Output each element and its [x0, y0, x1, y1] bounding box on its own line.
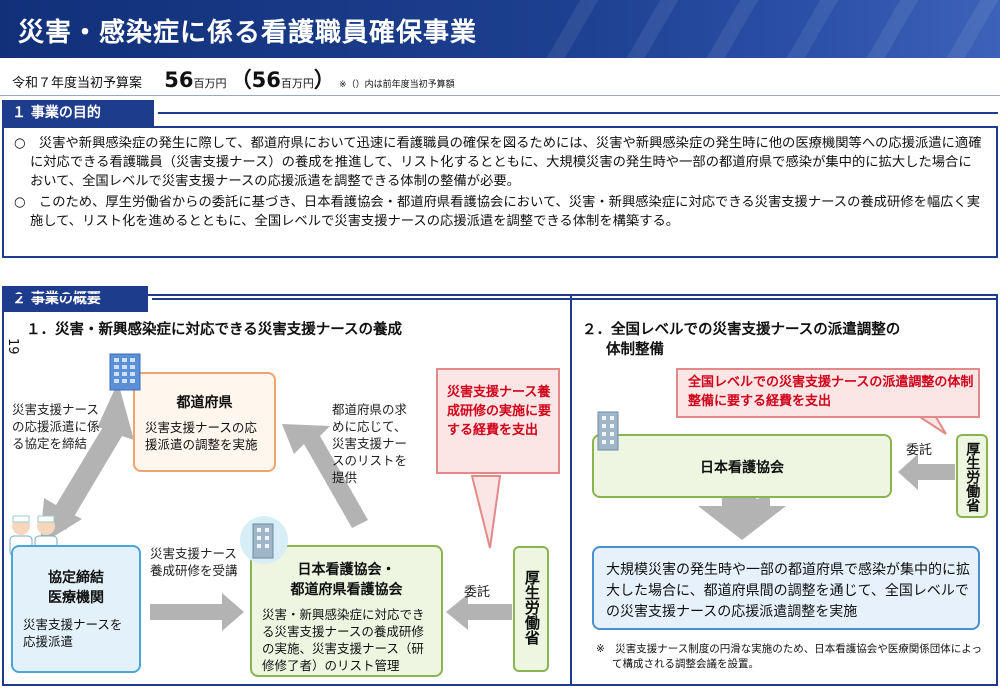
mhlw-box-left: 厚生労働省: [513, 546, 549, 672]
mhlw-left-label: 厚生労働省: [522, 570, 541, 645]
purpose-item-2: ○ このため、厚生労働省からの委託に基づき、日本看護協会・都道府県看護協会におい…: [14, 194, 981, 229]
section2-rule: [152, 298, 998, 300]
label-consign-left: 委託: [464, 585, 491, 600]
section1-rule: [158, 112, 998, 114]
arrow-consign-left: [446, 594, 512, 630]
budget-prev-open: （: [230, 68, 252, 92]
arrow-training: [150, 593, 244, 631]
overview-divider: [570, 294, 572, 686]
page-title: 災害・感染症に係る看護職員確保事業: [18, 18, 478, 48]
label-list: 都道府県の求めに応じて、災害支援ナースのリストを提供: [332, 402, 408, 485]
jna-box: 日本看護協会: [592, 434, 892, 498]
label-training: 災害支援ナース養成研修を受講: [150, 546, 238, 578]
overview-frame: [2, 294, 998, 686]
medical-title-1: 協定締結: [48, 570, 104, 586]
callout-training-cost: 災害支援ナース養成研修の実施に要する経費を支出: [436, 368, 560, 474]
arrow-consign-right: [898, 454, 955, 490]
purpose-item-1: ○ 災害や新興感染症の発生に際して、都道府県において迅速に看護職員の確保を図るた…: [14, 136, 982, 189]
nna-title-2: 都道府県看護協会: [290, 582, 403, 598]
mhlw-box-right: 厚生労働省: [956, 434, 988, 518]
coordination-result-box: 大規模災害の発生時や一部の都道府県で感染が集中的に拡大した場合に、都道府県間の調…: [592, 546, 980, 630]
prefecture-title: 都道府県: [176, 395, 233, 411]
prefecture-body: 災害支援ナースの応援派遣の調整を実施: [145, 420, 258, 452]
footnote: ※ 災害支援ナース制度の円滑な実施のため、日本看護協会や医療関係団体によって構成…: [596, 643, 982, 670]
medical-institution-box: 協定締結 医療機関 災害支援ナースを応援派遣: [11, 545, 141, 673]
nna-body: 災害・新興感染症に対応できる災害支援ナースの養成研修の実施、災害支援ナース（研修…: [262, 607, 425, 673]
budget-amount: 56: [164, 68, 194, 92]
section1-label: １ 事業の目的: [2, 100, 154, 126]
nna-title-1: 日本看護協会・: [297, 562, 396, 578]
label-consign-right: 委託: [906, 443, 933, 458]
budget-prev-unit: 百万円: [280, 77, 314, 90]
budget-line: 令和７年度当初予算案 56百万円 （56百万円） ※（）内は前年度当初予算額: [12, 64, 455, 94]
association-building-icon: [240, 516, 288, 564]
divider-line: [0, 95, 1000, 96]
budget-label: 令和７年度当初予算案: [12, 76, 143, 91]
medical-title-2: 医療機関: [48, 590, 104, 606]
jna-title: 日本看護協会: [700, 460, 784, 476]
arrow-agreement: [40, 382, 134, 545]
building-icon: [109, 353, 141, 391]
title-banner: [0, 0, 1000, 58]
purpose-box: ○ 災害や新興感染症の発生に際して、都道府県において迅速に看護職員の確保を図るた…: [2, 126, 998, 258]
mhlw-right-label: 厚生労働省: [964, 442, 981, 512]
prefecture-box: 都道府県 災害支援ナースの応援派遣の調整を実施: [133, 372, 276, 472]
budget-prev-close: ）: [313, 68, 335, 92]
label-agreement: 災害支援ナースの応援派遣に係る協定を締結: [12, 402, 100, 451]
budget-note: ※（）内は前年度当初予算額: [339, 80, 455, 90]
arrow-down: [698, 496, 786, 540]
budget-unit: 百万円: [193, 77, 227, 90]
callout-coordination-cost: 全国レベルでの災害支援ナースの派遣調整の体制整備に要する経費を支出: [676, 368, 980, 418]
budget-prev-amount: 56: [251, 68, 281, 92]
medical-body: 災害支援ナースを応援派遣: [23, 617, 123, 649]
right-heading-2: 体制整備: [606, 342, 664, 358]
nursing-association-box: 日本看護協会・ 都道府県看護協会 災害・新興感染症に対応できる災害支援ナースの養…: [250, 545, 443, 677]
arrow-list: [282, 424, 368, 528]
right-heading-1: ２．全国レベルでの災害支援ナースの派遣調整の: [582, 322, 901, 338]
association-building-icon-right: [597, 411, 619, 451]
left-heading: １．災害・新興感染症に対応できる災害支援ナースの養成: [26, 322, 402, 338]
